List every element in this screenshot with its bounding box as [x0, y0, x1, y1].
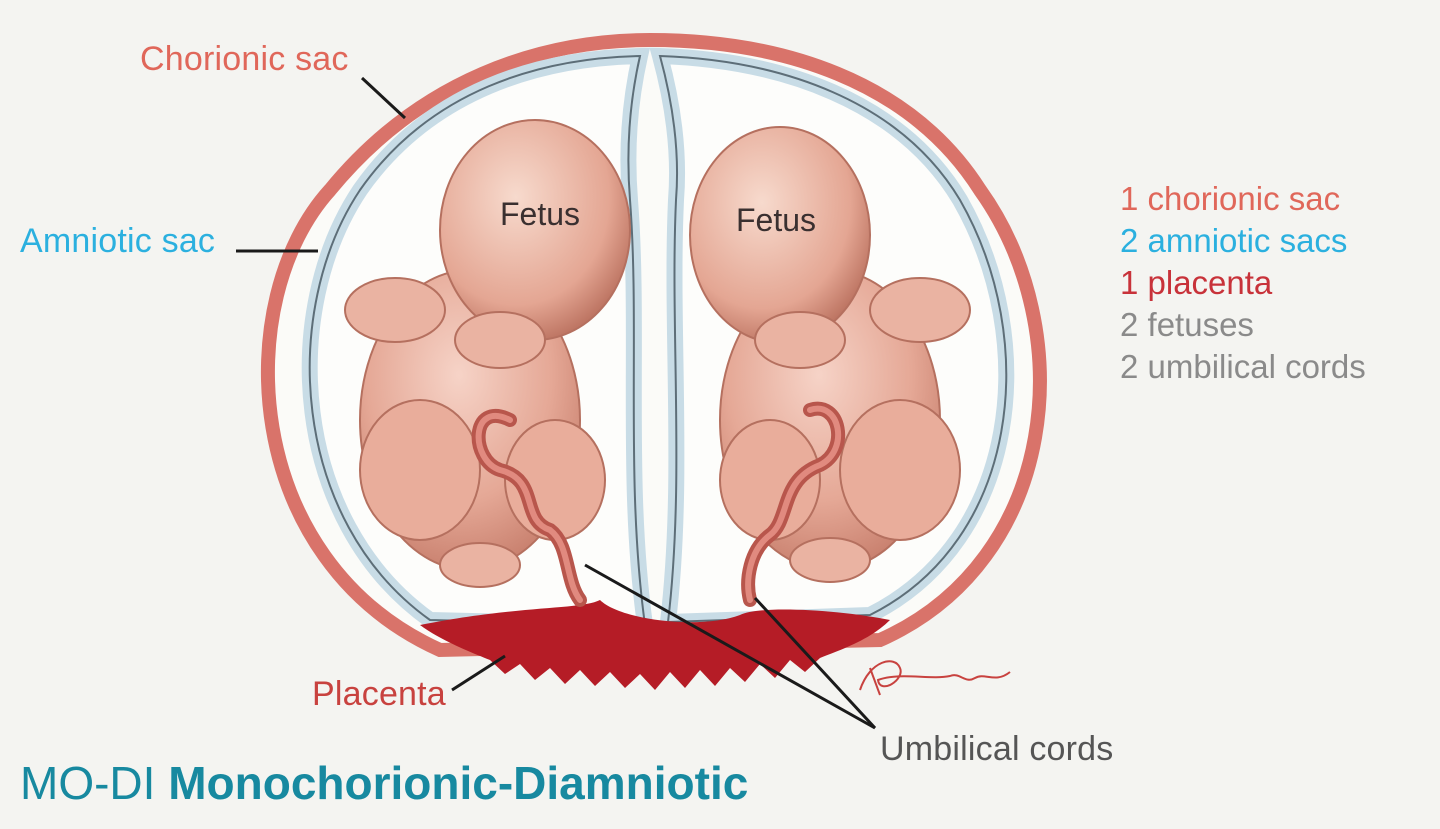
fetus-left-label: Fetus — [500, 196, 581, 232]
placenta — [420, 600, 890, 690]
summary-item-chorionic: 1 chorionic sac — [1120, 180, 1341, 217]
umbilical-cords-label: Umbilical cords — [880, 730, 1114, 768]
fetus-left-figure — [344, 119, 631, 607]
amniotic-sac-label: Amniotic sac — [20, 222, 216, 260]
leader-lines — [236, 76, 877, 730]
placenta-label: Placenta — [312, 675, 446, 713]
title-abbreviation: MO-DI — [20, 757, 156, 809]
diagram-title: MO-DI Monochorionic-Diamniotic — [20, 760, 748, 806]
leader-umbilical-right — [753, 596, 877, 730]
summary-item-fetuses: 2 fetuses — [1120, 306, 1254, 343]
leader-placenta — [451, 654, 506, 692]
summary-list: 1 chorionic sac 2 amniotic sacs 1 placen… — [1120, 178, 1366, 388]
summary-item-umbilical: 2 umbilical cords — [1120, 348, 1366, 385]
chorionic-sac-label: Chorionic sac — [140, 40, 349, 78]
leader-umbilical-left — [584, 563, 876, 730]
leader-chorionic — [360, 76, 407, 120]
title-full: Monochorionic-Diamniotic — [168, 757, 749, 809]
artist-signature — [859, 660, 1011, 696]
summary-item-amniotic: 2 amniotic sacs — [1120, 222, 1348, 259]
summary-item-placenta: 1 placenta — [1120, 264, 1273, 301]
fetus-right-label: Fetus — [736, 202, 817, 238]
fetus-right-figure — [689, 126, 971, 607]
